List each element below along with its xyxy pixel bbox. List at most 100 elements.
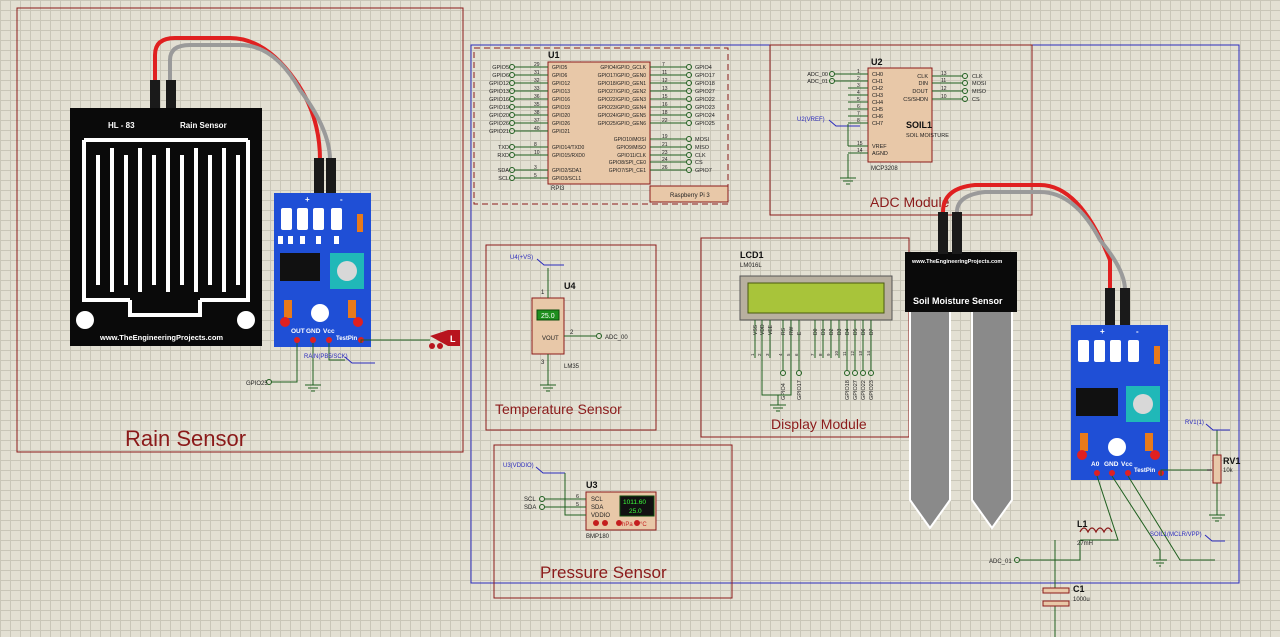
rpi-left-num: 8 [534, 142, 537, 148]
rpi-right-net: MOSI [695, 137, 710, 143]
rpi-right-pin: GPIO4/GPIO_GCLK [600, 65, 646, 71]
adc-right-net: CS [972, 97, 980, 103]
adc-left-num: 14 [857, 148, 863, 154]
soil-wiring [1020, 430, 1225, 637]
rpi-left-terminal [509, 120, 515, 126]
adc-left-pin: CH3 [872, 93, 883, 99]
rpi-left-pin: GPIO3/SCL1 [552, 176, 581, 182]
adc-left-num: 5 [857, 97, 860, 103]
adc-left-pin: AGND [872, 151, 888, 157]
rpi-left-net: GPIO21 [489, 129, 509, 135]
lcd-pin-number: 10 [834, 350, 839, 356]
lcd-net-terminal [852, 370, 858, 376]
rain-wire-gray [168, 43, 332, 161]
rpi-right-pin: GPIO24/GPIO_GEN5 [598, 113, 647, 119]
bmp180-net-sda: SDA [524, 505, 536, 511]
rpi-right-terminal [686, 64, 692, 70]
lcd-pin-label: D1 [821, 328, 827, 335]
rpi-right-pin: GPIO10/MOSI [614, 137, 646, 143]
lcd-pin-label: VSS [753, 324, 759, 335]
rain-module-title: Rain Sensor [125, 426, 246, 451]
svg-text:L: L [450, 334, 456, 344]
rpi-left-net: GPIO20 [489, 113, 509, 119]
lcd-pin-number: 11 [842, 351, 847, 356]
lcd-net-terminal [796, 370, 802, 376]
rpi-right-num: 7 [662, 62, 665, 68]
lm35-out-net: ADC_00 [605, 335, 628, 341]
rpi-right-pin: GPIO18/GPIO_GEN1 [598, 81, 647, 87]
rpi-model-box [649, 185, 729, 203]
bmp180-part: BMP180 [586, 534, 610, 540]
rpi-left-pin: GPIO16 [552, 97, 570, 103]
bmp180-pin-num-5: 5 [576, 502, 579, 508]
soil-probe [905, 252, 1017, 530]
rpi-right-pin: GPIO23/GPIO_GEN4 [598, 105, 647, 111]
adc01-net: ADC_01 [989, 559, 1012, 565]
lcd-pin-label: D5 [853, 328, 859, 335]
lcd-part: LM016L [740, 263, 762, 269]
adc-part: MCP3208 [871, 166, 898, 172]
adc-right-num: 13 [941, 71, 947, 77]
soil-pin-testpin: TestPin [1134, 468, 1156, 474]
adc-ref: U2 [871, 57, 883, 67]
lcd-pin-label: D7 [869, 328, 875, 335]
adc-right-net: CLK [972, 74, 983, 80]
lm35-pin-3: 3 [541, 360, 545, 366]
adc-left-pin: VREF [872, 144, 887, 150]
adc-right-net: MISO [972, 89, 987, 95]
rpi-right-net: MISO [695, 145, 710, 151]
rain-controller-board [274, 193, 371, 347]
adc-left-pin: CH7 [872, 121, 883, 127]
rpi-left-terminal [509, 88, 515, 94]
rpi-left-net: GPIO16 [489, 97, 509, 103]
rain-top-pin-plus: + [305, 195, 310, 204]
lcd-net-label: GPIO27 [853, 380, 859, 400]
lm35-vs-net: U4(+VS) [510, 255, 533, 261]
adc-left-net: ADC_00 [807, 72, 828, 78]
rpi-right-num: 23 [662, 150, 668, 156]
adc-left-num: 15 [857, 141, 863, 147]
rpi-left-pin: GPIO26 [552, 121, 570, 127]
lcd-net-label: GPIO18 [845, 380, 851, 400]
adc-left-num: 2 [857, 76, 860, 82]
rpi-ref: U1 [548, 50, 560, 60]
inductor-l1-icon [1079, 527, 1113, 534]
rpi-left-net: TXD [498, 145, 509, 151]
rpi-right-terminal [686, 167, 692, 173]
rpi-right-num: 11 [662, 70, 667, 76]
rv1-body [1212, 454, 1222, 484]
lcd-pin-number: 5 [786, 353, 791, 356]
rpi-right-num: 26 [662, 165, 668, 171]
adc-left-pin: CH6 [872, 114, 883, 120]
adc-left-pin: CH1 [872, 79, 883, 85]
l1-value: 27mH [1077, 541, 1093, 547]
bmp180-pin-num-6: 6 [576, 494, 579, 500]
rpi-right-net: GPIO17 [695, 73, 715, 79]
soil-top-pin-plus: + [1100, 327, 1105, 336]
rv1-net: RV1(1) [1185, 420, 1204, 426]
adc-left-num: 8 [857, 118, 860, 124]
rain-wiring [272, 339, 430, 392]
rpi-left-net: GPIO13 [489, 89, 509, 95]
rpi-right-net: GPIO22 [695, 97, 715, 103]
adc-right-terminal [962, 80, 968, 86]
capacitor-c1-plate-bottom [1042, 600, 1070, 607]
bmp180-vddio-net: U3(VDDIO) [503, 463, 534, 469]
adc-right-pin: CLK [917, 74, 928, 80]
rpi-left-terminal [509, 112, 515, 118]
display-frame [700, 237, 910, 438]
adc-left-pin: CH2 [872, 86, 883, 92]
rain-top-pin-minus: - [340, 195, 343, 204]
rpi-left-terminal [509, 152, 515, 158]
temp-module-title: Temperature Sensor [495, 401, 622, 417]
rpi-left-num: 32 [534, 78, 540, 84]
rpi-right-terminal [686, 104, 692, 110]
adc-left-num: 7 [857, 111, 860, 117]
rpi-right-num: 21 [662, 142, 668, 148]
rpi-right-terminal [686, 96, 692, 102]
rain-board-name: Rain Sensor [180, 121, 227, 130]
lm35-pin-label: VOUT [542, 336, 559, 342]
adc-right-terminal [962, 73, 968, 79]
rpi-right-pin: GPIO9/MISO [617, 145, 647, 151]
c1-value: 1000u [1073, 597, 1090, 603]
